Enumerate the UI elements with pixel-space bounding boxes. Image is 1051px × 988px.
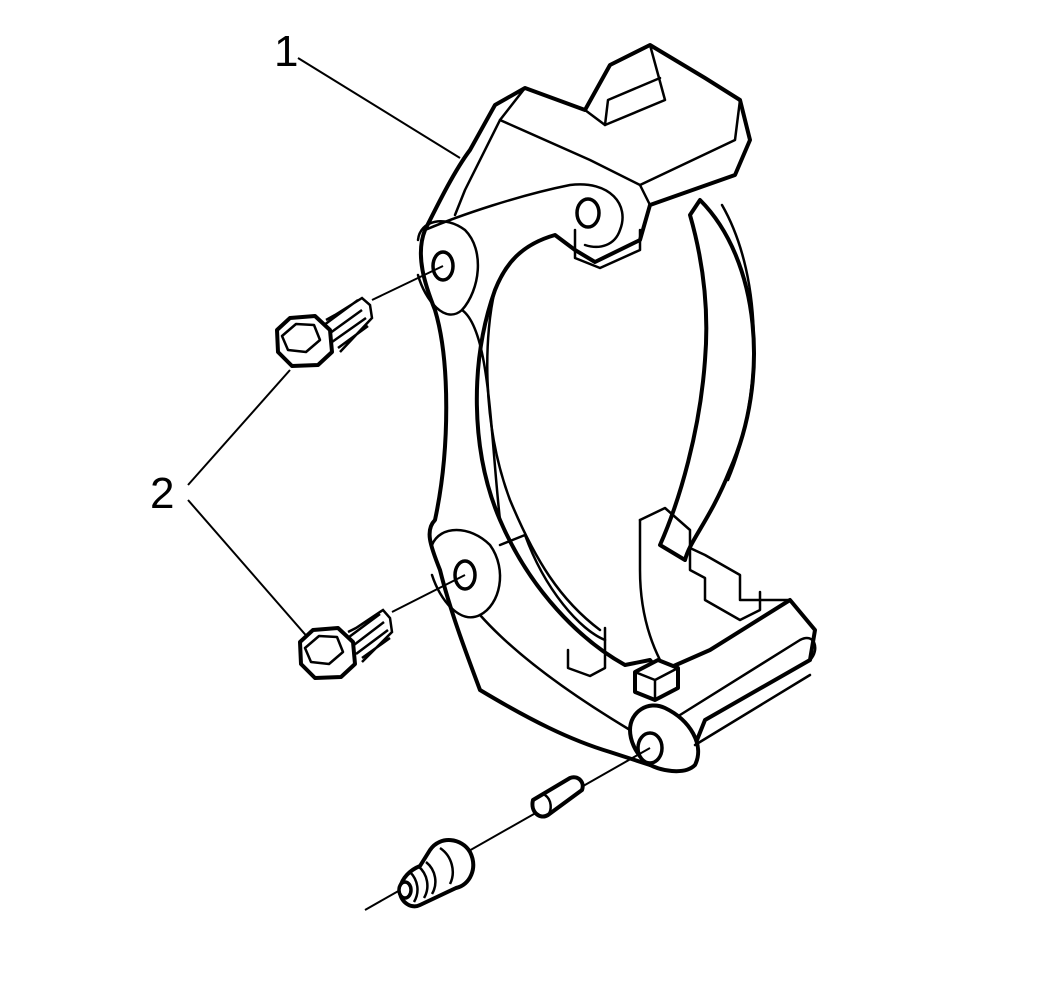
bracket-upper-ear — [423, 183, 624, 249]
bracket-rear-arm — [658, 198, 756, 562]
bracket-lower-arm-edge — [478, 613, 632, 732]
callout-label-2: 2 — [150, 469, 174, 518]
guide-pin-assembly — [397, 775, 585, 909]
guide-pin-boot-ribs — [409, 846, 454, 903]
leader-callout-2-upper — [187, 369, 291, 486]
leader-callout-2-lower — [187, 499, 311, 641]
bracket-top-notch-inner — [603, 76, 662, 127]
bracket-lower-abutment-step — [688, 546, 762, 622]
bracket-rear-arm-inner-edge — [720, 203, 756, 482]
lower-bolt-head-face — [303, 634, 345, 666]
bracket-top-block-edge — [453, 86, 527, 217]
upper-bolt-thread — [319, 296, 374, 353]
upper-bolt-head-face — [280, 322, 322, 354]
bracket-lower-boss-rib — [678, 636, 817, 717]
guide-pin-end — [397, 880, 413, 900]
bracket-lower-boss-rib-2 — [693, 673, 812, 747]
bracket-lower-abutment — [638, 506, 792, 602]
bracket-lower-tab-left — [566, 626, 607, 678]
bracket-lower-tab-right-edge — [633, 666, 680, 702]
leader-callout-1 — [297, 57, 461, 159]
alignment-line-upper-bolt — [371, 265, 444, 301]
upper-mounting-bolt — [275, 296, 374, 368]
lower-bolt-thread — [344, 608, 394, 663]
bracket-left-lower-ear — [430, 528, 502, 619]
bracket-upper-pin-hole — [575, 197, 601, 229]
bracket-top-notch — [583, 43, 667, 127]
bracket-upper-tab — [573, 228, 642, 270]
bracket-top-right-face — [638, 98, 742, 187]
bracket-lower-abutment-face — [638, 518, 662, 662]
bracket-top-block-face — [498, 118, 652, 207]
guide-pin-sleeve-ring — [543, 793, 552, 817]
caliper-bracket — [416, 43, 817, 774]
bracket-left-upper-ear — [416, 220, 480, 316]
bracket-main-body — [418, 43, 817, 767]
bracket-lower-inner-edge — [498, 533, 607, 642]
lower-mounting-bolt — [298, 608, 394, 680]
alignment-line-lower-bolt — [391, 574, 466, 613]
bracket-arm-inner-arc-2 — [486, 288, 602, 632]
callout-label-1: 1 — [274, 27, 298, 76]
guide-pin-sleeve — [530, 775, 585, 819]
